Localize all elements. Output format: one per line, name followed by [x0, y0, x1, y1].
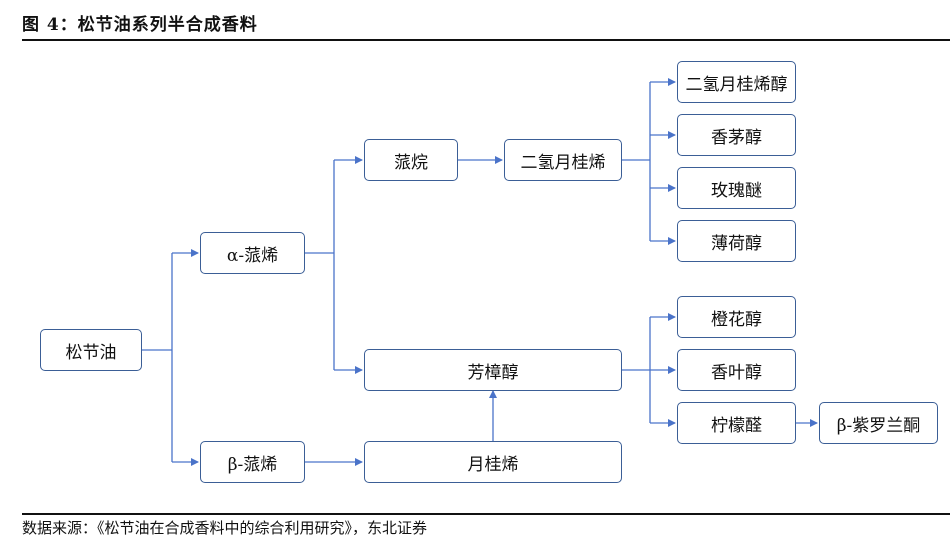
node-dihydromyrcenol: 二氢月桂烯醇 [677, 61, 796, 103]
node-beta-ionone: β-紫罗兰酮 [819, 402, 938, 444]
node-rose-oxide: 玫瑰醚 [677, 167, 796, 209]
node-myrcene: 月桂烯 [364, 441, 622, 483]
node-alpha-pinene: α-蒎烯 [200, 232, 305, 274]
node-leaf-alcohol: 香叶醇 [677, 349, 796, 391]
node-citral: 柠檬醛 [677, 402, 796, 444]
figure-title: 图 4：松节油系列半合成香料 [22, 15, 258, 35]
figure-source: 数据来源：《松节油在合成香料中的综合利用研究》，东北证券 [22, 519, 428, 537]
bottom-rule [22, 513, 950, 515]
node-pinane: 蒎烷 [364, 139, 458, 181]
node-orange-blossom-alcohol: 橙花醇 [677, 296, 796, 338]
top-rule [22, 39, 950, 41]
node-dihydromyrcene: 二氢月桂烯 [504, 139, 622, 181]
node-beta-pinene: β-蒎烯 [200, 441, 305, 483]
node-turpentine: 松节油 [40, 329, 142, 371]
node-menthol: 薄荷醇 [677, 220, 796, 262]
node-citronellol: 香茅醇 [677, 114, 796, 156]
node-linalool: 芳樟醇 [364, 349, 622, 391]
